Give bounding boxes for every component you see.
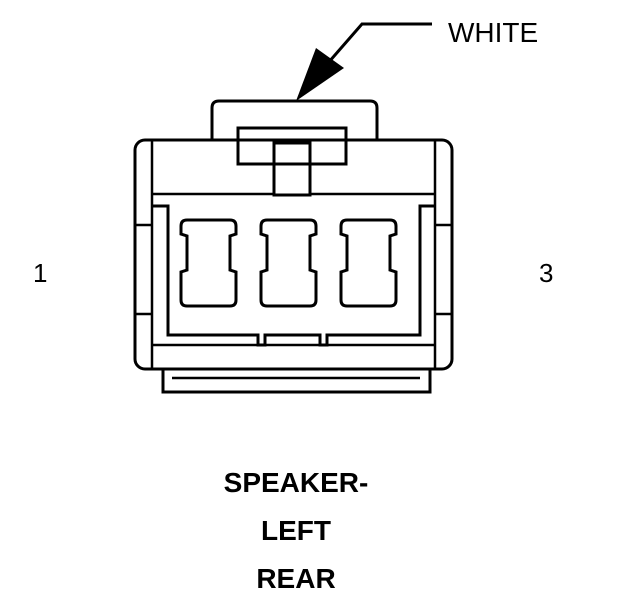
wire-color-label: WHITE (448, 17, 538, 48)
terminal-cavity-3 (339, 218, 398, 308)
latch-tongue (272, 141, 312, 197)
latch-tab (236, 126, 348, 166)
base-flange (161, 367, 432, 394)
terminal-cavity-2 (259, 218, 318, 308)
cavity-frame (152, 204, 435, 347)
title-line-3: REAR (256, 563, 335, 594)
pin-number-right: 3 (539, 258, 553, 288)
pin-number-left: 1 (33, 258, 47, 288)
terminal-cavity-1 (179, 218, 238, 308)
connector-body (133, 99, 454, 394)
leader-arrowhead (296, 48, 344, 101)
title-line-1: SPEAKER- (224, 467, 369, 498)
latch-housing (210, 99, 379, 140)
title-line-2: LEFT (261, 515, 331, 546)
wire-color-leader (296, 22, 432, 101)
connector-title: SPEAKER- LEFT REAR (224, 467, 369, 594)
